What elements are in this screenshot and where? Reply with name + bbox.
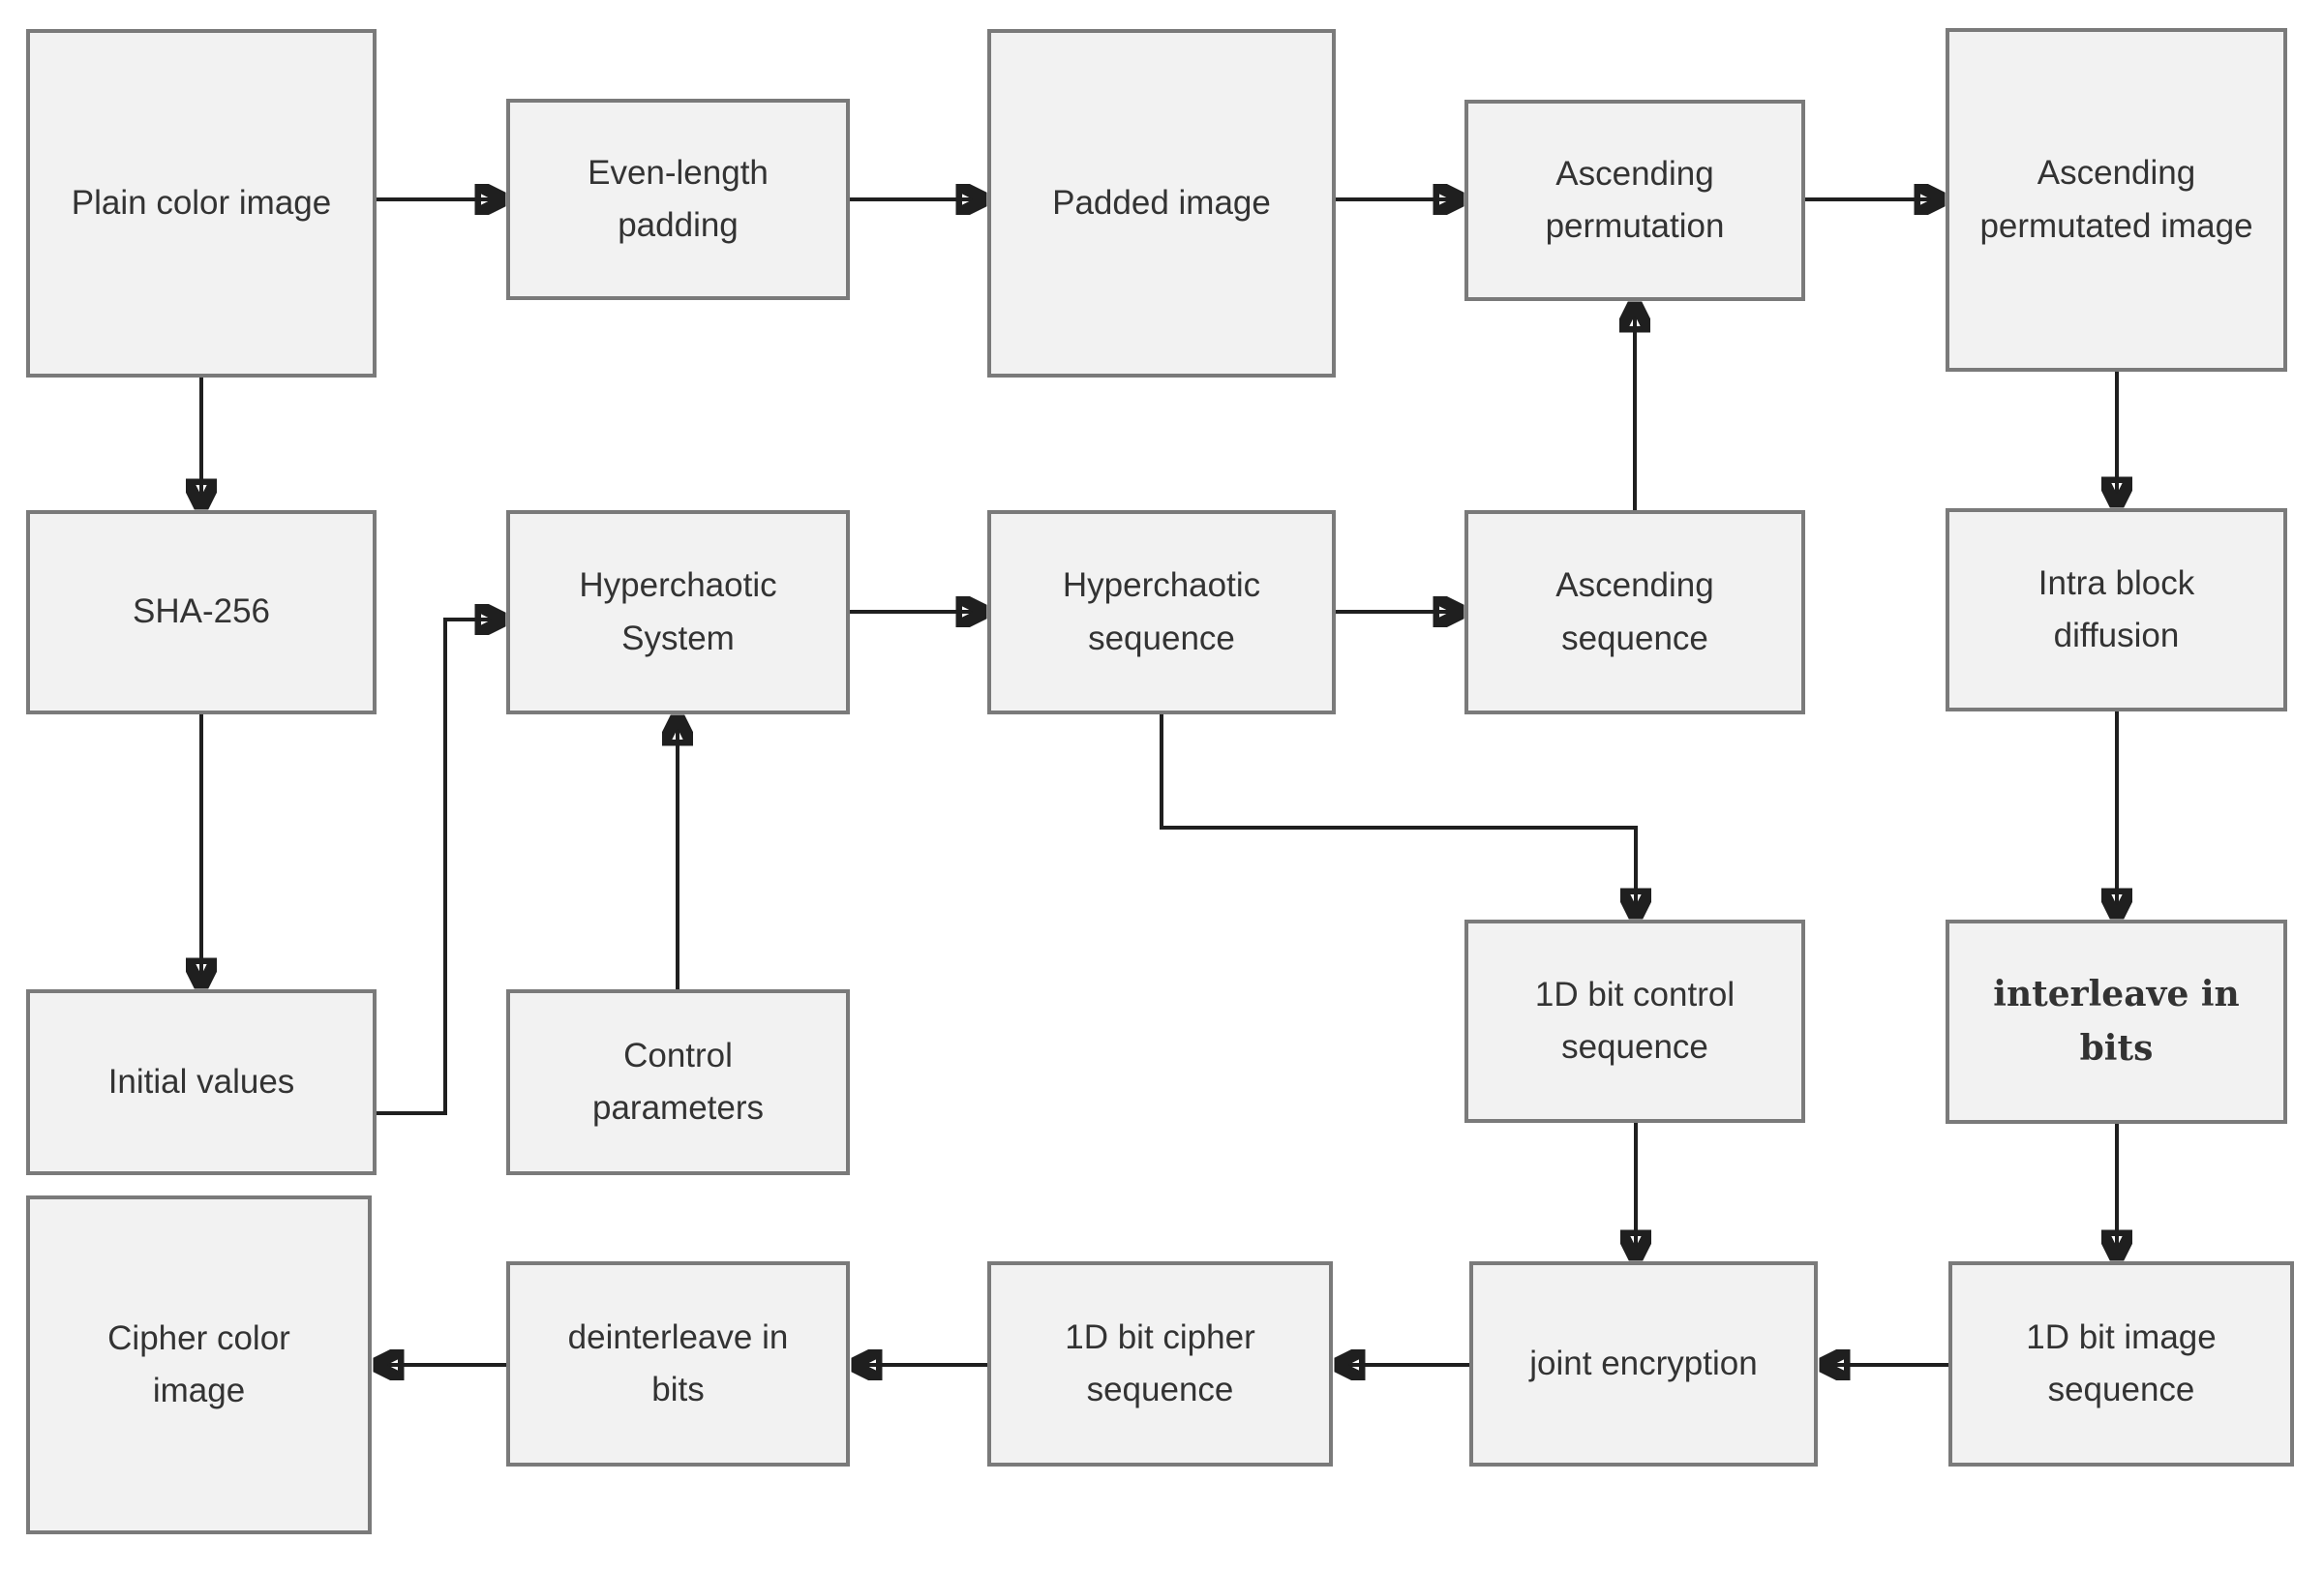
node-ascending-sequence: Ascending sequence	[1464, 510, 1805, 714]
node-cipher-color-image: Cipher color image	[26, 1195, 372, 1534]
node-label: Control parameters	[591, 1036, 765, 1127]
node-control-parameters: Control parameters	[506, 989, 850, 1175]
node-initial-values: Initial values	[26, 989, 377, 1175]
node-label: Initial values	[107, 1062, 295, 1101]
arrows	[201, 199, 2117, 1365]
node-label: Hyperchaotic System	[579, 566, 777, 657]
node-deinterleave-in-bits: deinterleave in bits	[506, 1261, 850, 1467]
node-label: 1D bit cipher sequence	[1065, 1317, 1255, 1408]
node-label: joint encryption	[1529, 1344, 1758, 1382]
node-1d-bit-control-sequence: 1D bit control sequence	[1464, 920, 1805, 1123]
arrow-hyperchaotic-sequence-to-1d-bit-control-sequence	[1160, 714, 1636, 918]
node-1d-bit-cipher-sequence: 1D bit cipher sequence	[987, 1261, 1333, 1467]
node-even-length-padding: Even-length padding	[506, 99, 850, 300]
node-label: Ascending sequence	[1555, 566, 1714, 657]
node-hyperchaotic-sequence: Hyperchaotic sequence	[987, 510, 1336, 714]
node-plain-color-image: Plain color image	[26, 29, 377, 378]
node-1d-bit-image-sequence: 1D bit image sequence	[1948, 1261, 2294, 1467]
node-intra-block-diffusion: Intra block diffusion	[1946, 508, 2287, 711]
node-ascending-permutation: Ascending permutation	[1464, 100, 1805, 301]
node-label: SHA-256	[132, 592, 271, 631]
node-label: Ascending permutated image	[1979, 154, 2253, 245]
node-label: Cipher color image	[107, 1318, 290, 1409]
node-label: interleave in bits	[1993, 973, 2240, 1069]
node-label: Ascending permutation	[1545, 154, 1725, 245]
node-label: deinterleave in bits	[567, 1317, 789, 1408]
node-sha-256: SHA-256	[26, 510, 377, 714]
node-label: Even-length padding	[588, 153, 769, 244]
node-ascending-permutated-image: Ascending permutated image	[1946, 28, 2287, 372]
node-label: Intra block diffusion	[2037, 563, 2195, 654]
arrow-initial-values-to-hyperchaotic-system	[377, 620, 504, 1115]
node-label: 1D bit control sequence	[1534, 975, 1735, 1066]
node-label: Padded image	[1052, 183, 1271, 222]
node-hyperchaotic-system: Hyperchaotic System	[506, 510, 850, 714]
node-padded-image: Padded image	[987, 29, 1336, 378]
node-joint-encryption: joint encryption	[1469, 1261, 1818, 1467]
node-label: Plain color image	[71, 183, 332, 222]
node-interleave-in-bits: interleave in bits	[1946, 920, 2287, 1124]
node-label: Hyperchaotic sequence	[1062, 566, 1261, 657]
node-label: 1D bit image sequence	[2026, 1317, 2217, 1408]
